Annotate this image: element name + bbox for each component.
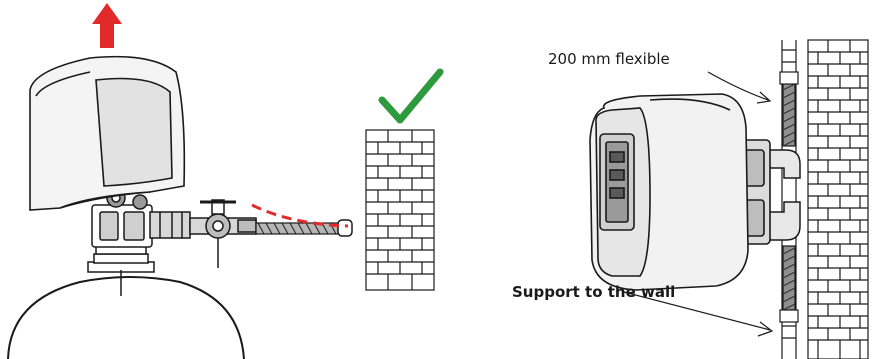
tank-neck	[88, 244, 154, 296]
bypass-valve	[190, 200, 256, 268]
valve-cover	[30, 57, 184, 210]
up-arrow-icon	[92, 3, 122, 48]
brick-wall-large	[808, 40, 868, 359]
flexible-hose-lower	[780, 246, 798, 322]
controller-unit	[590, 94, 770, 290]
flexible-hose-upper	[780, 72, 798, 146]
elbow-fittings	[766, 150, 800, 240]
wall-support-label: Support to the wall	[512, 283, 675, 301]
check-icon	[382, 72, 440, 120]
tank-outline	[8, 277, 244, 359]
brick-wall-small	[366, 130, 434, 290]
flexible-hose-label: 200 mm flexible	[548, 50, 670, 68]
